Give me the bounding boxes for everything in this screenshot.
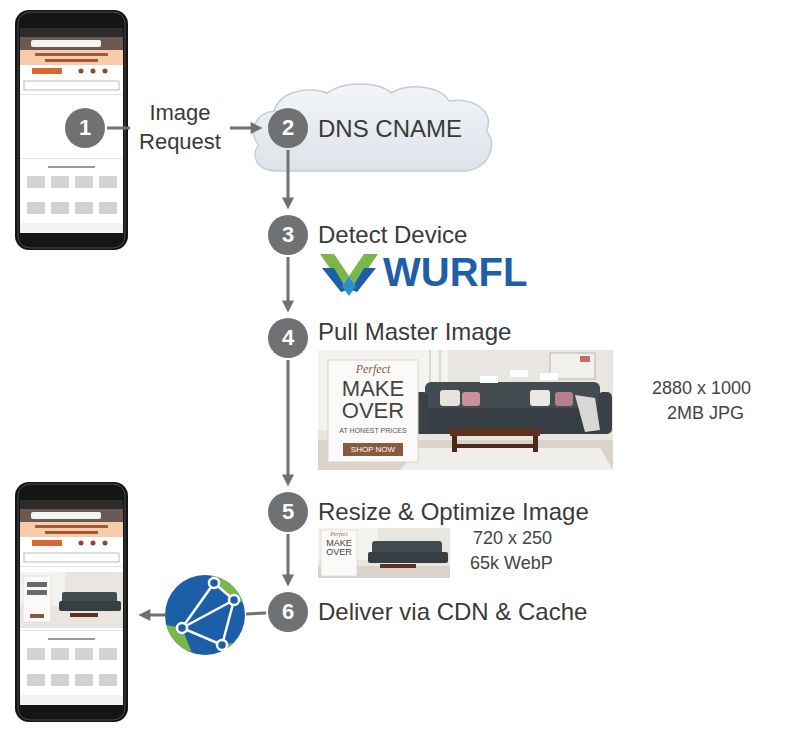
- step-circle: 6Deliver via CDN & Cache: [268, 592, 308, 632]
- resized-image: [321, 530, 357, 576]
- dimension-label: 720 x 250: [473, 528, 552, 550]
- dimension-label: 2880 x 1000: [652, 378, 751, 400]
- image-headline: MAKE OVER: [322, 539, 356, 558]
- globe-icon: [177, 623, 187, 633]
- wurfl-logo: [351, 268, 376, 292]
- edge-label: Image Request: [130, 97, 230, 158]
- phone-illustration: [15, 482, 128, 722]
- globe-icon: [182, 583, 234, 645]
- step-number: 5: [268, 492, 308, 532]
- image-headline: MAKE OVER: [333, 378, 413, 422]
- master-image: [450, 428, 540, 436]
- phone-illustration: [15, 482, 128, 722]
- resized-image: [318, 528, 450, 578]
- phone-illustration: [27, 590, 47, 595]
- flow-arrow: [287, 360, 290, 477]
- phone-illustration: [30, 614, 44, 618]
- step-title: Deliver via CDN & Cache: [318, 598, 587, 626]
- resized-image: [368, 552, 448, 563]
- globe-icon: [150, 560, 260, 680]
- phone-illustration: [23, 576, 51, 622]
- wurfl-logo: [322, 268, 347, 292]
- phone-illustration: [15, 10, 128, 250]
- step-number: 6: [268, 592, 308, 632]
- flow-arrow: [287, 150, 290, 200]
- master-image: [575, 395, 600, 432]
- master-image: [318, 350, 613, 470]
- master-image: [318, 440, 613, 470]
- step-circle: 1: [65, 108, 105, 148]
- logo-wordmark: WURFL: [383, 252, 527, 292]
- master-image: [530, 390, 550, 406]
- globe-icon: [205, 560, 260, 607]
- flow-arrow: [287, 257, 290, 303]
- master-image: [480, 376, 498, 383]
- phone-illustration: [70, 613, 98, 617]
- cdn-connector: [246, 613, 266, 614]
- phone-illustration: [20, 572, 123, 628]
- globe-icon: [150, 622, 194, 680]
- step-number: 1: [65, 108, 105, 148]
- master-image: [440, 390, 460, 406]
- master-image: [462, 392, 480, 406]
- globe-icon: [229, 595, 239, 605]
- globe-icon: [182, 600, 234, 628]
- master-image: [555, 392, 573, 406]
- cloud-label: DNS CNAME: [318, 115, 462, 143]
- master-image: [598, 392, 612, 434]
- wurfl-logo: [320, 254, 378, 296]
- step-circle: 3Detect Device: [268, 215, 308, 255]
- phone-illustration: [15, 10, 128, 250]
- globe-icon: [209, 578, 219, 588]
- file-size-label: 2MB JPG: [667, 403, 744, 425]
- step-circle: 5Resize & Optimize Image: [268, 492, 308, 532]
- cloud-outline: [254, 84, 492, 171]
- master-image: [580, 356, 590, 362]
- resized-image: [380, 564, 416, 568]
- flow-arrow: [287, 534, 290, 577]
- wurfl-logo: [342, 276, 356, 296]
- phone-illustration: [59, 601, 121, 611]
- dns-cloud: DNS CNAME 2: [250, 83, 493, 175]
- step-circle: 2: [268, 108, 308, 148]
- master-image: [452, 444, 538, 448]
- step-number: 3: [268, 215, 308, 255]
- image-script-text: Perfect: [356, 362, 391, 376]
- step-circle: 4Pull Master Image: [268, 318, 308, 358]
- image-tagline: AT HONEST PRICES: [339, 427, 406, 435]
- phone-illustration: [27, 582, 47, 587]
- globe-icon: [150, 560, 260, 680]
- image-button-text: SHOP NOW: [351, 445, 395, 455]
- resized-image: [318, 528, 450, 578]
- master-image: [328, 360, 418, 462]
- master-image: [318, 350, 613, 470]
- image-script-text: Perfect: [330, 531, 347, 538]
- master-image: [343, 443, 403, 456]
- step-number: 4: [268, 318, 308, 358]
- cdn-connector: [148, 614, 165, 617]
- step-title: Pull Master Image: [318, 318, 511, 346]
- step-number: 2: [268, 108, 308, 148]
- step-title: Detect Device: [318, 221, 467, 249]
- globe-icon: [217, 640, 227, 650]
- master-image: [400, 448, 613, 470]
- file-size-label: 65k WebP: [470, 553, 553, 575]
- step-title: Resize & Optimize Image: [318, 498, 589, 526]
- master-image: [540, 373, 558, 380]
- master-image: [510, 370, 528, 377]
